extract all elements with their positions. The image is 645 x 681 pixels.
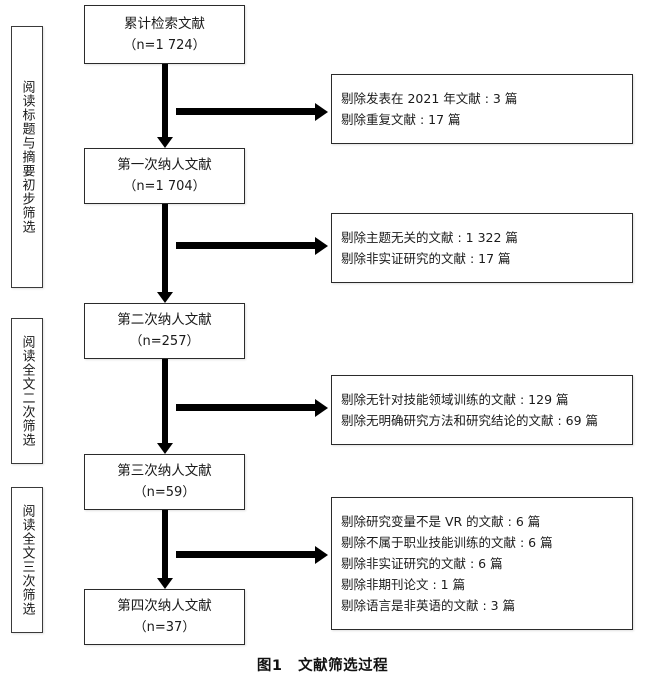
flow-box-count: （n=59） [133, 485, 196, 500]
arrow-head [157, 292, 173, 303]
flow-box-fourth-inclusion: 第四次纳人文献 （n=37） [84, 589, 245, 645]
arrow-shaft [162, 510, 168, 578]
arrow-shaft [162, 204, 168, 292]
flow-box-count: （n=257） [129, 334, 200, 349]
arrow-right-exclusion-4 [176, 546, 328, 564]
arrow-head [315, 399, 328, 417]
arrow-down-4 [157, 510, 173, 589]
arrow-right-exclusion-2 [176, 237, 328, 255]
arrow-down-3 [157, 359, 173, 454]
exclusion-box-2: 剔除主题无关的文献 : 1 322 篇 剔除非实证研究的文献 : 17 篇 [331, 213, 633, 283]
exclusion-line: 剔除无针对技能领域训练的文献 : 129 篇 [341, 392, 569, 407]
arrow-head [157, 578, 173, 589]
stage-label-screening-3: 阅读全文三次筛选 [19, 504, 35, 616]
arrow-head [315, 103, 328, 121]
flow-box-title: 第三次纳人文献 [117, 463, 212, 479]
arrow-right-exclusion-1 [176, 103, 328, 121]
stage-bracket-screening-1: 阅读标题与摘要初步筛选 [11, 26, 43, 288]
flow-box-count: （n=37） [133, 620, 196, 635]
arrow-down-2 [157, 204, 173, 303]
exclusion-line: 剔除非实证研究的文献 : 6 篇 [341, 556, 503, 571]
exclusion-line: 剔除非期刊论文 : 1 篇 [341, 577, 466, 592]
arrow-head [157, 137, 173, 148]
arrow-shaft [162, 64, 168, 137]
flow-box-title: 第四次纳人文献 [117, 598, 212, 614]
stage-bracket-screening-2: 阅读全文二次筛选 [11, 318, 43, 464]
exclusion-line: 剔除主题无关的文献 : 1 322 篇 [341, 230, 518, 245]
exclusion-line: 剔除无明确研究方法和研究结论的文献 : 69 篇 [341, 413, 599, 428]
figure-caption-number: 图1 [256, 658, 283, 674]
arrow-shaft [176, 108, 315, 115]
arrow-head [315, 546, 328, 564]
exclusion-box-1: 剔除发表在 2021 年文献 : 3 篇 剔除重复文献 : 17 篇 [331, 74, 633, 144]
flow-box-count: （n=1 724） [123, 37, 206, 53]
exclusion-line: 剔除语言是非英语的文献 : 3 篇 [341, 598, 516, 613]
flow-box-count: （n=1 704） [123, 179, 206, 194]
exclusion-line: 剔除非实证研究的文献 : 17 篇 [341, 251, 511, 266]
exclusion-line: 剔除重复文献 : 17 篇 [341, 112, 461, 127]
arrow-shaft [176, 242, 315, 249]
exclusion-line: 剔除不属于职业技能训练的文献 : 6 篇 [341, 535, 553, 550]
arrow-right-exclusion-3 [176, 399, 328, 417]
flow-box-title: 第一次纳人文献 [117, 157, 212, 173]
arrow-down-1 [157, 64, 173, 148]
exclusion-box-3: 剔除无针对技能领域训练的文献 : 129 篇 剔除无明确研究方法和研究结论的文献… [331, 375, 633, 445]
arrow-shaft [176, 551, 315, 558]
arrow-head [157, 443, 173, 454]
exclusion-line: 剔除研究变量不是 VR 的文献 : 6 篇 [341, 514, 541, 529]
exclusion-box-4: 剔除研究变量不是 VR 的文献 : 6 篇 剔除不属于职业技能训练的文献 : 6… [331, 497, 633, 630]
arrow-shaft [162, 359, 168, 443]
flow-box-second-inclusion: 第二次纳人文献 （n=257） [84, 303, 245, 359]
flow-box-title: 累计检索文献 [124, 15, 205, 32]
flow-box-first-inclusion: 第一次纳人文献 （n=1 704） [84, 148, 245, 204]
arrow-head [315, 237, 328, 255]
flow-box-third-inclusion: 第三次纳人文献 （n=59） [84, 454, 245, 510]
flow-box-title: 第二次纳人文献 [117, 312, 212, 328]
figure-caption: 图1 文献筛选过程 [0, 654, 645, 675]
stage-label-screening-2: 阅读全文二次筛选 [19, 335, 35, 447]
arrow-shaft [176, 404, 315, 411]
flow-box-total-records: 累计检索文献 （n=1 724） [84, 5, 245, 64]
stage-bracket-screening-3: 阅读全文三次筛选 [11, 487, 43, 633]
figure-caption-title: 文献筛选过程 [298, 658, 389, 674]
stage-label-screening-1: 阅读标题与摘要初步筛选 [19, 80, 35, 234]
exclusion-line: 剔除发表在 2021 年文献 : 3 篇 [341, 91, 518, 106]
